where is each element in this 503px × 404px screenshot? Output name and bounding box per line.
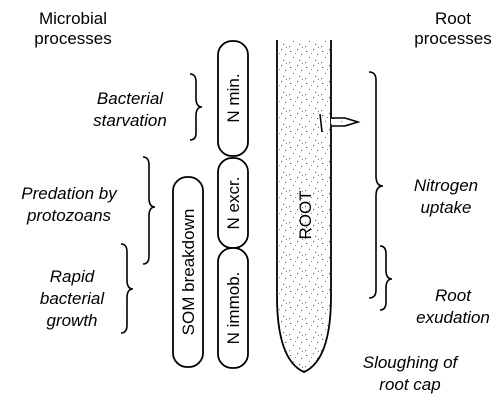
n-immob-label: N immob. <box>224 272 243 345</box>
root-label: ROOT <box>296 190 315 239</box>
brace-bacterial-starvation <box>190 74 202 140</box>
brace-predation <box>143 157 155 264</box>
brace-root-exudation <box>380 246 392 310</box>
som-box-label: SOM breakdown <box>179 209 198 336</box>
n-min-box: N min. <box>218 41 248 156</box>
n-excr-box: N excr. <box>218 158 248 248</box>
brace-rapid-growth <box>121 244 133 333</box>
root-body: ROOT <box>277 40 358 372</box>
n-excr-label: N excr. <box>224 177 243 230</box>
n-min-label: N min. <box>224 73 243 122</box>
brace-nitrogen-uptake <box>369 72 383 298</box>
som-breakdown-box: SOM breakdown <box>173 177 203 367</box>
n-immob-box: N immob. <box>218 248 248 368</box>
